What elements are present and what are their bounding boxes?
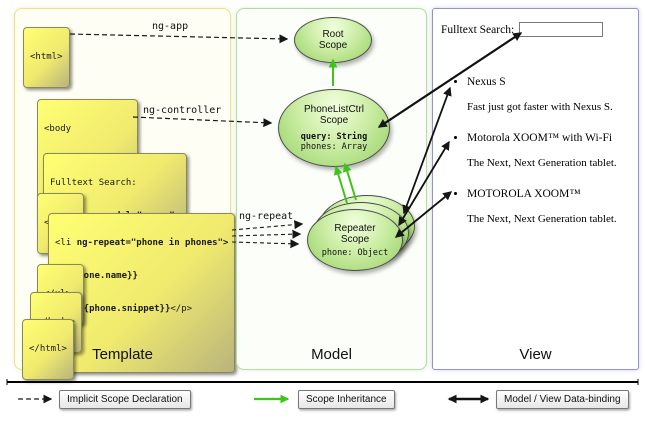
- code-text: <li: [55, 238, 77, 248]
- ng-controller-label: ng-controller: [143, 105, 222, 116]
- code-text: {{phone.name}}: [62, 271, 138, 281]
- legend-implicit-scope-declaration: Implicit Scope Declaration: [59, 390, 191, 409]
- template-panel: <html> <body ng-controller= "PhoneListCt…: [14, 8, 236, 380]
- fulltext-search-label: Fulltext Search:: [441, 24, 515, 36]
- phone-name: Motorola XOOM™ with Wi-Fi: [467, 132, 613, 144]
- view-panel-label: View: [519, 346, 552, 363]
- phone-name: MOTOROLA XOOM™: [467, 188, 581, 200]
- ng-app-label: ng-app: [152, 21, 189, 32]
- list-item: MOTOROLA XOOM™ The Next, Next Generation…: [467, 187, 643, 226]
- ng-repeat-label: ng-repeat: [239, 211, 294, 222]
- view-panel: Fulltext Search: Nexus S Fast just got f…: [432, 8, 639, 370]
- template-panel-label: Template: [92, 346, 153, 363]
- phone-list: Nexus S Fast just got faster with Nexus …: [453, 75, 643, 243]
- root-scope-ellipse: Root Scope: [294, 17, 372, 63]
- scope-prop-query: query: String: [300, 132, 368, 142]
- root-scope-label: Root Scope: [318, 29, 348, 51]
- phone-snippet: The Next, Next Generation tablet.: [467, 157, 617, 169]
- code-html-open: <html>: [23, 27, 70, 88]
- legend-divider-ticks: [6, 379, 639, 385]
- fulltext-search-input[interactable]: [519, 22, 603, 37]
- scope-prop-phones: phones: Array: [300, 142, 368, 152]
- legend-model-view-data-binding: Model / View Data-binding: [496, 390, 629, 409]
- phone-snippet: Fast just got faster with Nexus S.: [467, 101, 613, 113]
- model-panel-label: Model: [311, 346, 352, 363]
- model-panel: Root Scope PhoneListCtrl Scope query: St…: [236, 8, 427, 370]
- repeater-scope-ellipse: Repeater Scope phone: Object: [307, 209, 403, 271]
- code-line: <li ng-repeat="phone in phones">: [55, 238, 228, 249]
- list-item: Motorola XOOM™ with Wi-Fi The Next, Next…: [467, 131, 643, 170]
- code-text: <html>: [30, 52, 63, 62]
- scope-prop-phone: phone: Object: [321, 247, 389, 258]
- list-item: Nexus S Fast just got faster with Nexus …: [467, 75, 643, 114]
- legend-scope-inheritance: Scope Inheritance: [298, 390, 395, 409]
- phonelistctrl-scope-ellipse: PhoneListCtrl Scope query: String phones…: [278, 89, 390, 167]
- code-html-close: </html>: [22, 319, 74, 380]
- code-text: Fulltext Search:: [50, 178, 137, 188]
- phone-snippet: The Next, Next Generation tablet.: [467, 213, 617, 225]
- code-text: ng-repeat="phone in phones">: [76, 238, 229, 248]
- code-text: </html>: [29, 344, 67, 354]
- code-text: {{phone.snippet}}: [78, 304, 171, 314]
- phone-name: Nexus S: [467, 76, 506, 88]
- code-text: </p>: [170, 304, 193, 314]
- phonelistctrl-scope-label: PhoneListCtrl Scope: [303, 104, 365, 126]
- repeater-scope-label: Repeater Scope: [334, 222, 376, 245]
- code-text: <body: [44, 124, 72, 134]
